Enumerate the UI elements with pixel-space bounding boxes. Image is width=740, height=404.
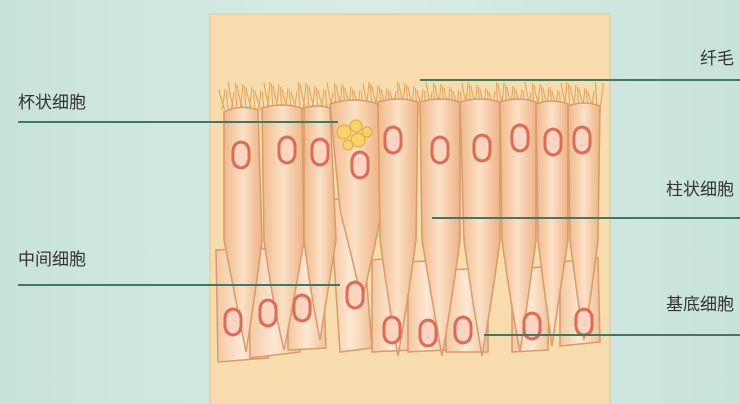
nucleus (420, 320, 436, 346)
label-basal-cell: 基底细胞 (666, 290, 734, 315)
nucleus (279, 137, 295, 163)
nucleus (545, 129, 561, 155)
nucleus (432, 137, 448, 163)
nucleus (260, 300, 276, 326)
nucleus (385, 127, 401, 153)
nucleus (384, 317, 400, 343)
nucleus (294, 295, 310, 321)
nucleus (576, 309, 592, 335)
nucleus (352, 152, 368, 178)
nucleus (455, 317, 471, 343)
nucleus (233, 142, 249, 168)
nucleus (574, 127, 590, 153)
label-cilia: 纤毛 (700, 44, 734, 69)
nucleus (347, 282, 363, 308)
label-columnar-cell: 柱状细胞 (666, 175, 734, 200)
nucleus (312, 139, 328, 165)
nucleus (225, 309, 241, 335)
nucleus (474, 135, 490, 161)
nucleus (512, 125, 528, 151)
label-goblet-cell: 杯状细胞 (18, 88, 86, 113)
label-intermediate-cell: 中间细胞 (18, 245, 86, 270)
